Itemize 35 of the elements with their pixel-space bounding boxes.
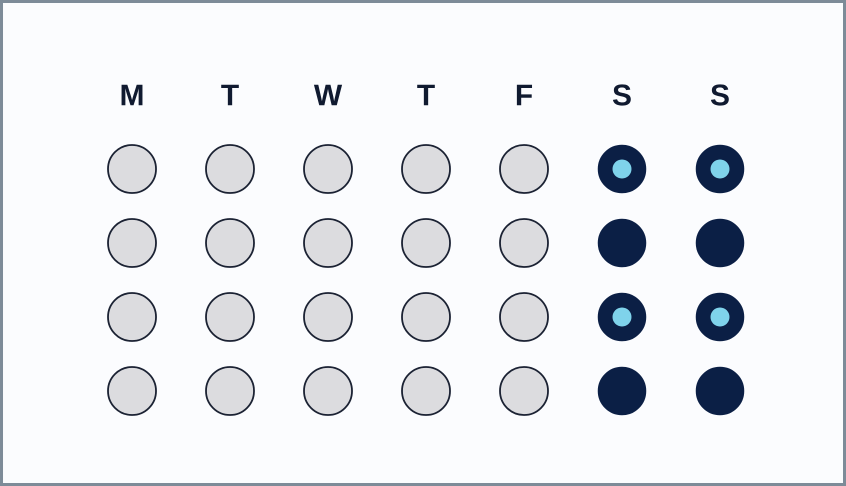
circle-marker	[401, 218, 451, 268]
dot-marker	[612, 160, 632, 178]
circle-marker	[499, 292, 549, 342]
circle-marker	[205, 218, 255, 268]
circle-marker	[107, 292, 157, 342]
circle-marker	[205, 144, 255, 194]
day-label: S	[710, 84, 729, 106]
circle-marker	[499, 218, 549, 268]
day-label: F	[516, 84, 532, 106]
dot-marker	[710, 308, 730, 326]
day-label: M	[122, 84, 142, 106]
circle-marker	[401, 144, 451, 194]
circle-marker	[303, 366, 353, 416]
dot-marker	[710, 160, 730, 178]
circle-marker	[401, 366, 451, 416]
circle-marker	[303, 144, 353, 194]
circle-marker	[696, 218, 744, 268]
circle-marker	[598, 218, 646, 268]
circle-marker	[205, 366, 255, 416]
circle-marker	[598, 366, 646, 416]
circle-marker	[107, 218, 157, 268]
day-label: S	[612, 84, 631, 106]
circle-marker	[401, 292, 451, 342]
circle-marker	[107, 144, 157, 194]
circle-marker	[205, 292, 255, 342]
day-label: W	[314, 84, 342, 106]
circle-marker	[107, 366, 157, 416]
circle-marker	[696, 366, 744, 416]
day-label: T	[221, 84, 239, 106]
circle-marker	[499, 144, 549, 194]
circle-marker	[303, 218, 353, 268]
day-label: T	[417, 84, 435, 106]
circle-marker	[499, 366, 549, 416]
dot-marker	[612, 308, 632, 326]
circle-marker	[303, 292, 353, 342]
